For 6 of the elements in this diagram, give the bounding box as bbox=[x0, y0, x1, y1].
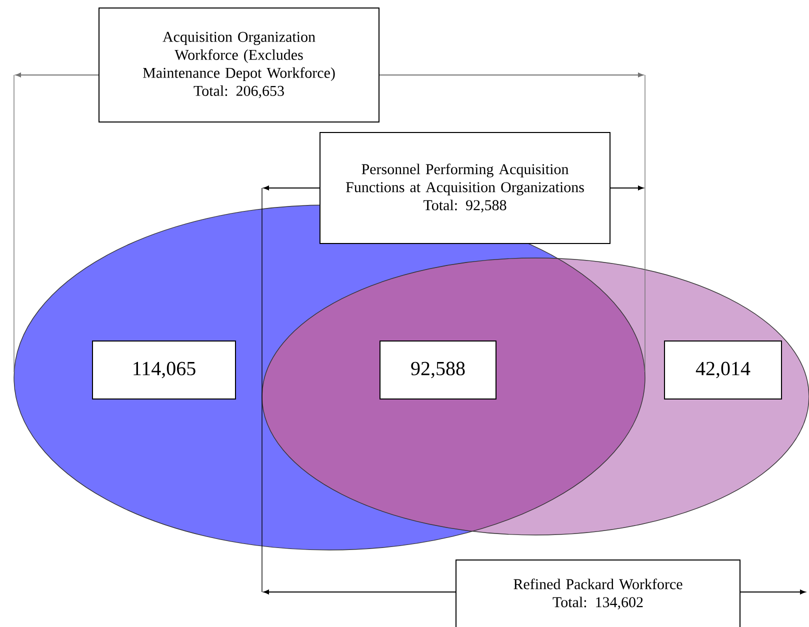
label-box: Refined Packard Workforce Total: 134,602 bbox=[456, 560, 740, 627]
count-box: 42,014 bbox=[664, 340, 782, 400]
label-box: Personnel Performing Acquisition Functions at Acquisition Organizations Total: 92,588 bbox=[320, 132, 610, 244]
count-box: 114,065 bbox=[92, 340, 236, 400]
label-box: Acquisition Organization Workforce (Excludes Maintenance Depot Workforce) Total: 206,653 bbox=[98, 8, 380, 122]
count-box: 92,588 bbox=[380, 340, 496, 400]
